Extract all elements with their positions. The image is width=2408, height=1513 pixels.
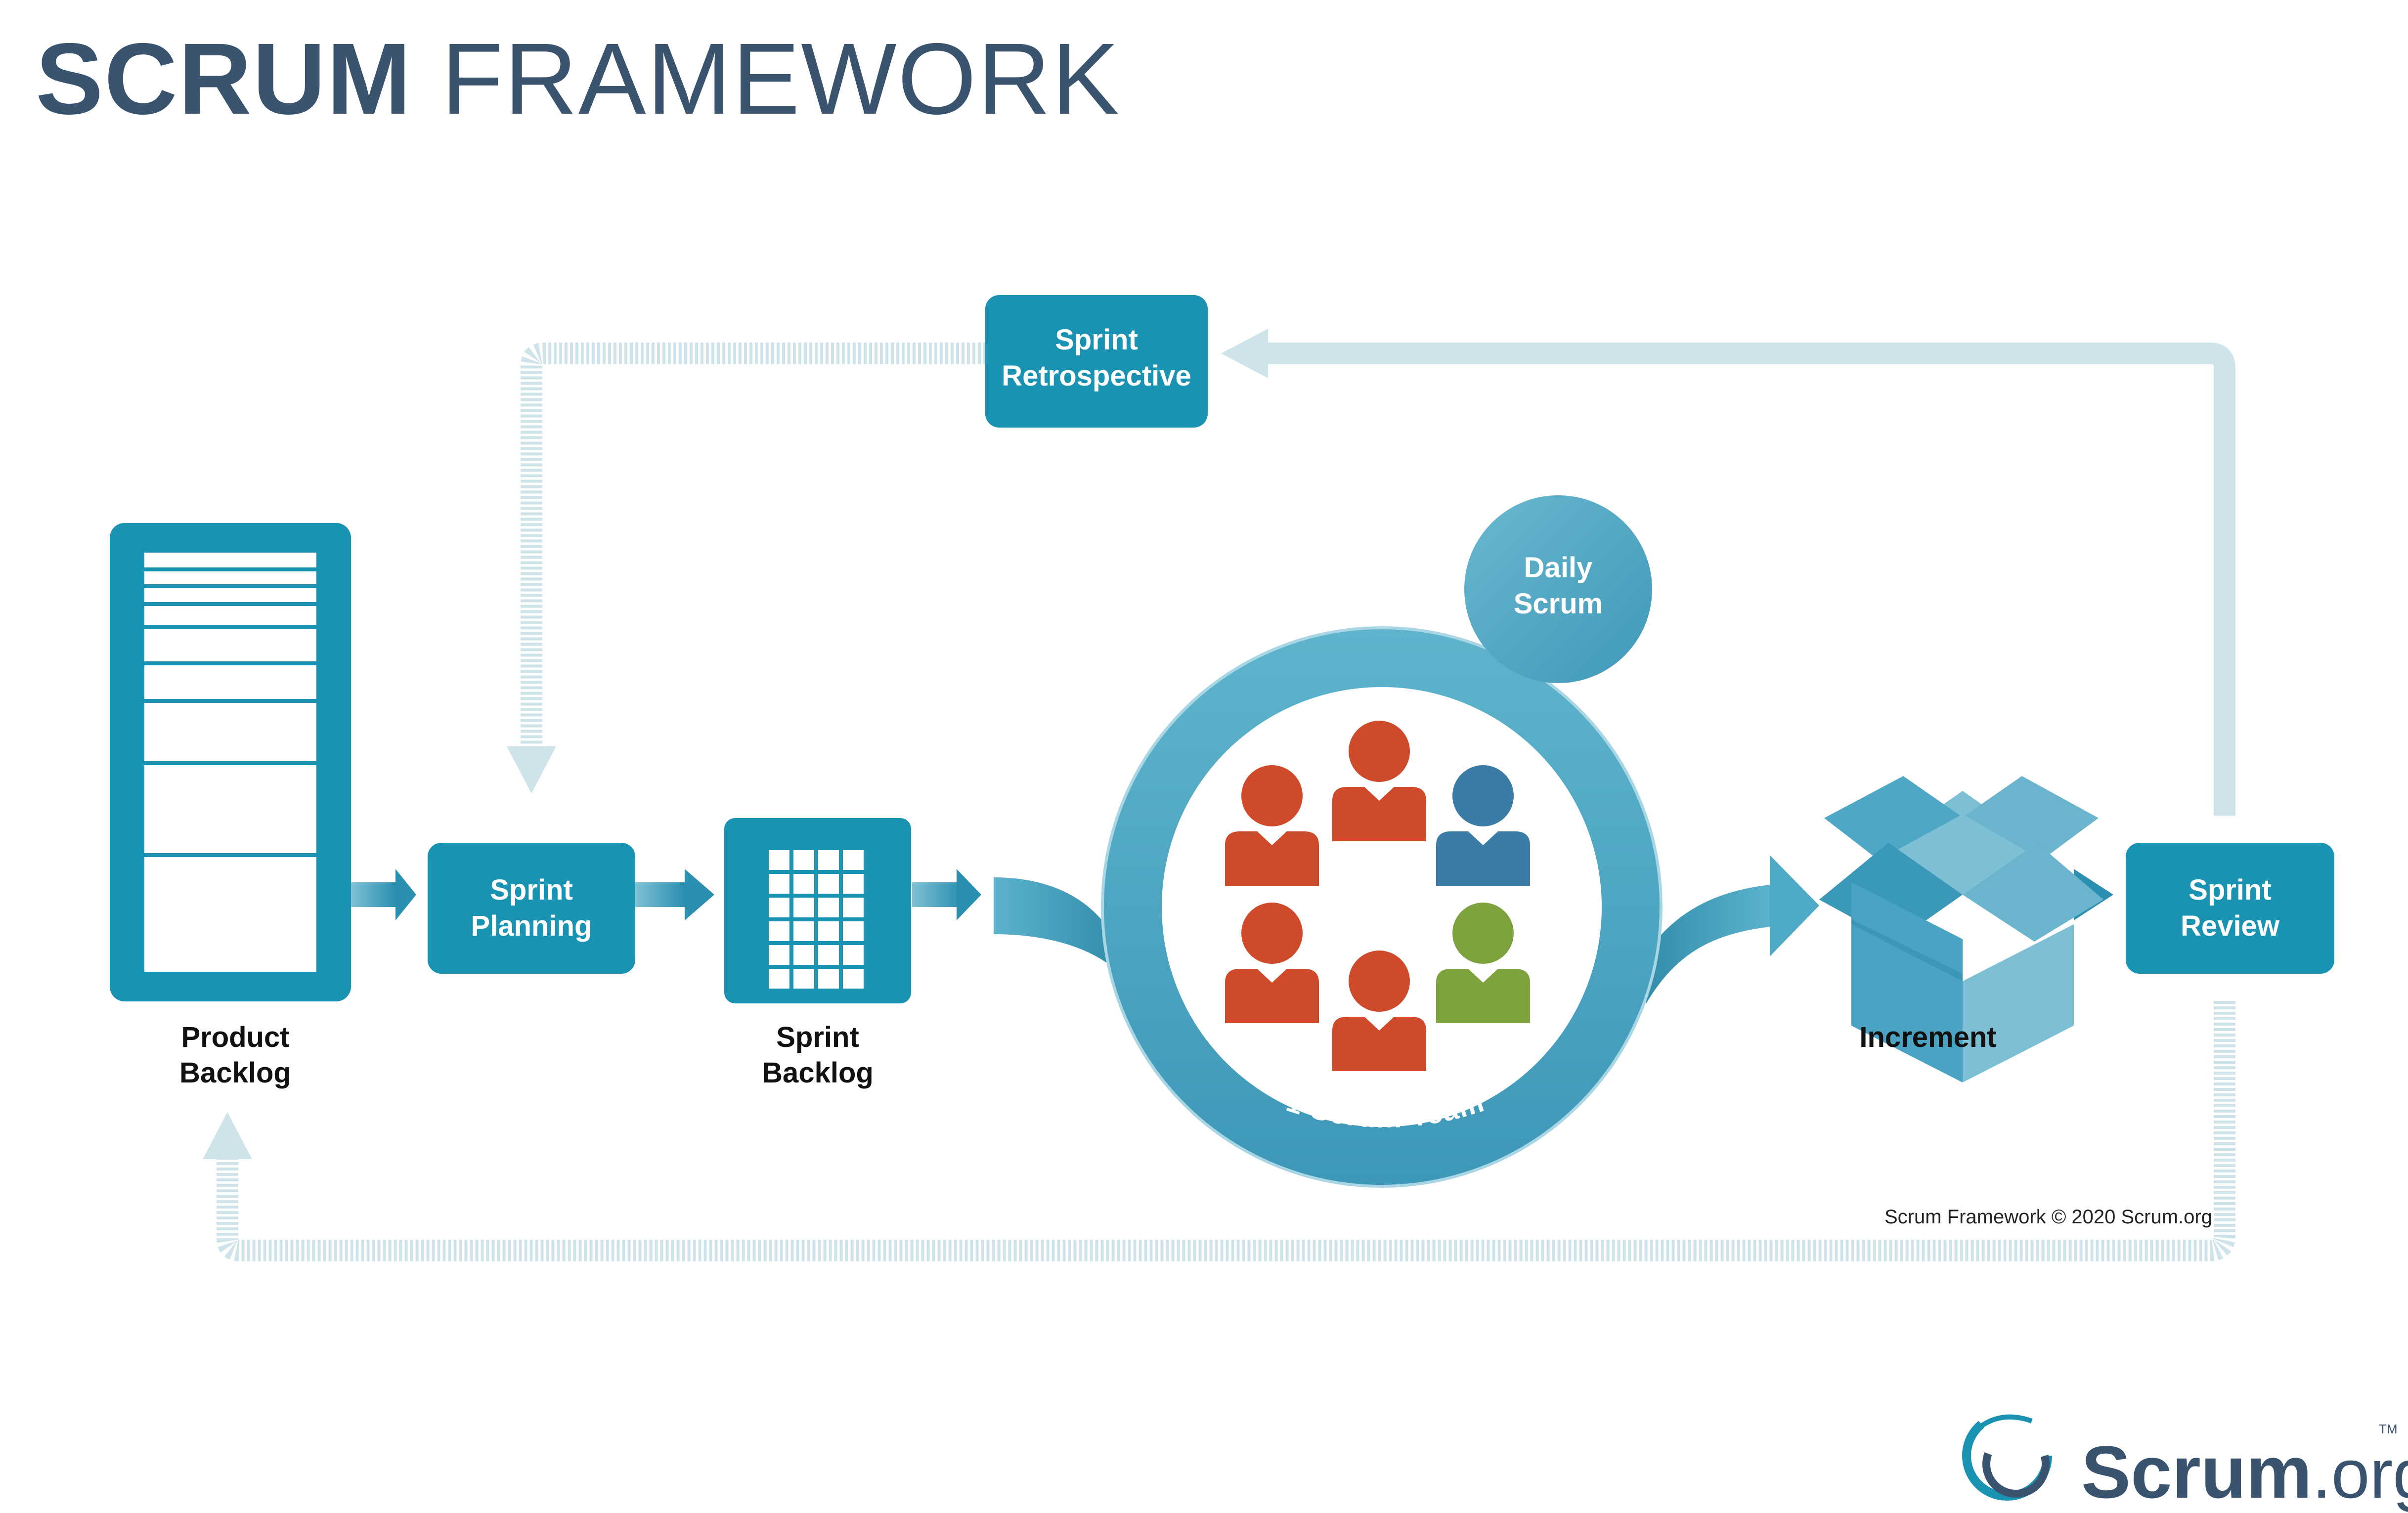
sprint-backlog-grid-cell [769,898,789,917]
sprint-backlog-grid-cell [769,874,789,894]
sprint-backlog-grid-cell [769,850,789,870]
sprint-retrospective-box: Sprint Retrospective [985,295,1208,428]
increment-caption: Increment [1859,1021,1996,1053]
sprint-backlog-grid-cell [769,945,789,965]
increment-box-icon [1819,776,2103,1082]
sprint-backlog-grid-cell [818,945,839,965]
sprint-backlog-grid-cell [793,921,814,941]
sprint-backlog-grid-cell [793,945,814,965]
sprint-backlog-grid-cell [843,969,864,989]
product-backlog-icon [110,523,351,1001]
person-icon [1225,903,1319,1023]
person-icon [1436,765,1530,886]
person-icon [1332,721,1426,841]
logo-trademark: TM [2379,1422,2398,1436]
scrum-team-members [1225,721,1530,1071]
sprint-backlog-grid-cell [793,898,814,917]
copyright-note: Scrum Framework © 2020 Scrum.org [1884,1206,2212,1228]
scrum-team-ring: 1 Scrum Team [1101,626,1663,1188]
sprint-planning-label-1: Sprint [490,874,573,906]
person-icon [1436,903,1530,1023]
daily-scrum-label-1: Daily [1524,552,1593,584]
page-title-bold: SCRUM [36,22,412,135]
daily-scrum-circle: Daily Scrum [1464,495,1652,683]
product-backlog-caption-1: Product [181,1021,289,1053]
sprint-backlog-caption-1: Sprint [776,1021,859,1053]
sprint-backlog-grid-cell [818,969,839,989]
sprint-backlog-grid-cell [818,850,839,870]
sprint-backlog-grid-cell [769,969,789,989]
sprint-backlog-caption-2: Backlog [762,1057,874,1089]
logo-name: Scrum [2081,1430,2312,1513]
logo-suffix: .org [2312,1435,2408,1513]
flow-arrow-planning-to-sprint-backlog [635,869,714,920]
person-icon [1225,765,1319,886]
sprint-backlog-grid-cell [818,874,839,894]
review-to-backlog-loop-arrow [203,1001,2235,1261]
sprint-backlog-grid-cell [843,921,864,941]
flow-arrow-sprint-backlog-to-team [912,869,981,920]
sprint-backlog-grid-cell [818,921,839,941]
sprint-backlog-grid-cell [843,850,864,870]
swoosh-into-team [994,877,1132,989]
sprint-backlog-grid-cell [793,850,814,870]
sprint-review-label-2: Review [2181,910,2280,942]
sprint-backlog-grid-cell [793,874,814,894]
sprint-planning-label-2: Planning [471,910,592,942]
daily-scrum-label-2: Scrum [1514,588,1603,620]
sprint-planning-box: Sprint Planning [428,843,635,974]
sprint-backlog-grid-cell [818,898,839,917]
sprint-retrospective-label-1: Sprint [1055,324,1138,356]
person-icon [1332,951,1426,1071]
sprint-backlog-grid-cell [843,874,864,894]
sprint-backlog-grid-cell [769,921,789,941]
sprint-review-box: Sprint Review [2126,843,2334,974]
sprint-backlog-grid-cell [843,898,864,917]
svg-text:Scrum.org: Scrum.org [2081,1430,2408,1513]
product-backlog-caption-2: Backlog [179,1057,291,1089]
page-title: SCRUM FRAMEWORK [36,20,1120,138]
scrum-org-logo: Scrum.org TM [1962,1411,2408,1513]
sprint-review-label-1: Sprint [2189,874,2272,906]
swoosh-out-to-increment [1631,855,1819,1003]
retrospective-loop-arrow [507,329,2235,816]
sprint-retrospective-label-2: Retrospective [1002,360,1191,392]
scrum-org-logo-icon [1962,1411,2052,1501]
sprint-backlog-grid-cell [793,969,814,989]
page-title-light: FRAMEWORK [441,22,1120,135]
sprint-backlog-grid-cell [843,945,864,965]
flow-arrow-backlog-to-planning [351,869,416,920]
sprint-backlog-grid-icon [724,818,911,1003]
